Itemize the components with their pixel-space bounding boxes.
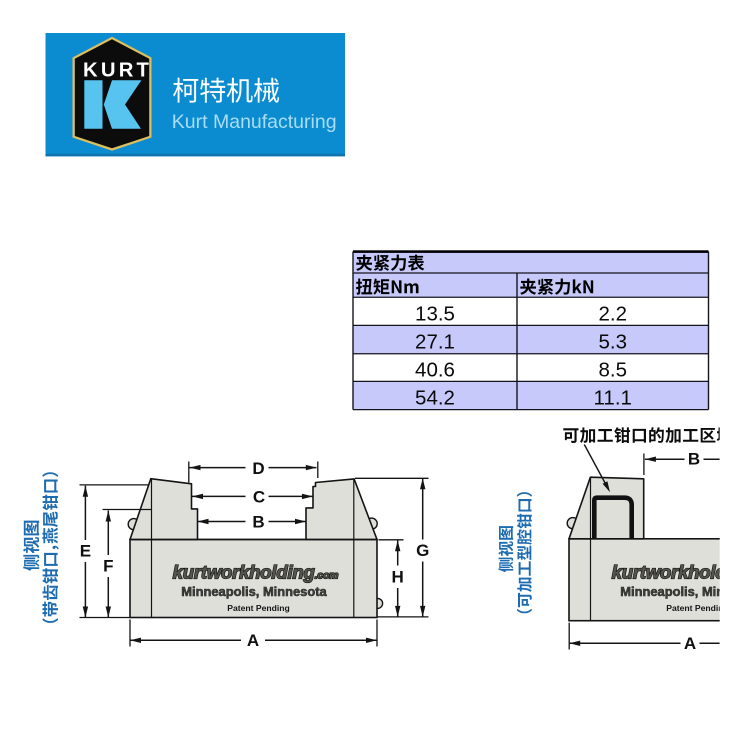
svg-text:54.2: 54.2 bbox=[415, 387, 455, 410]
svg-text:Kurt Manufacturing: Kurt Manufacturing bbox=[172, 111, 337, 133]
svg-text:D: D bbox=[252, 459, 264, 478]
svg-text:G: G bbox=[416, 541, 429, 560]
svg-text:2.2: 2.2 bbox=[599, 302, 628, 325]
svg-text:Patent Pending: Patent Pending bbox=[227, 603, 290, 613]
svg-text:B: B bbox=[688, 450, 700, 469]
svg-text:F: F bbox=[103, 557, 113, 576]
svg-text:A: A bbox=[684, 634, 696, 653]
svg-text:KURT: KURT bbox=[83, 59, 152, 81]
svg-text:27.1: 27.1 bbox=[415, 331, 455, 354]
svg-text:H: H bbox=[392, 567, 404, 586]
svg-text:Patent Pending: Patent Pending bbox=[666, 603, 729, 613]
svg-text:E: E bbox=[80, 542, 91, 561]
svg-text:5.3: 5.3 bbox=[599, 331, 628, 354]
svg-text:C: C bbox=[253, 487, 265, 506]
svg-text:11.1: 11.1 bbox=[594, 387, 632, 410]
svg-text:40.6: 40.6 bbox=[415, 359, 455, 382]
svg-text:A: A bbox=[247, 631, 259, 650]
svg-text:8.5: 8.5 bbox=[599, 359, 628, 382]
svg-text:kurtworkholding.com: kurtworkholding.com bbox=[612, 562, 750, 583]
svg-text:Minneapolis, Minnesota: Minneapolis, Minnesota bbox=[181, 584, 327, 599]
svg-text:B: B bbox=[252, 512, 264, 531]
svg-text:kurtworkholding.com: kurtworkholding.com bbox=[173, 562, 339, 583]
svg-text:13.5: 13.5 bbox=[415, 302, 455, 325]
svg-text:Minneapolis, Minnesota: Minneapolis, Minnesota bbox=[620, 584, 750, 599]
